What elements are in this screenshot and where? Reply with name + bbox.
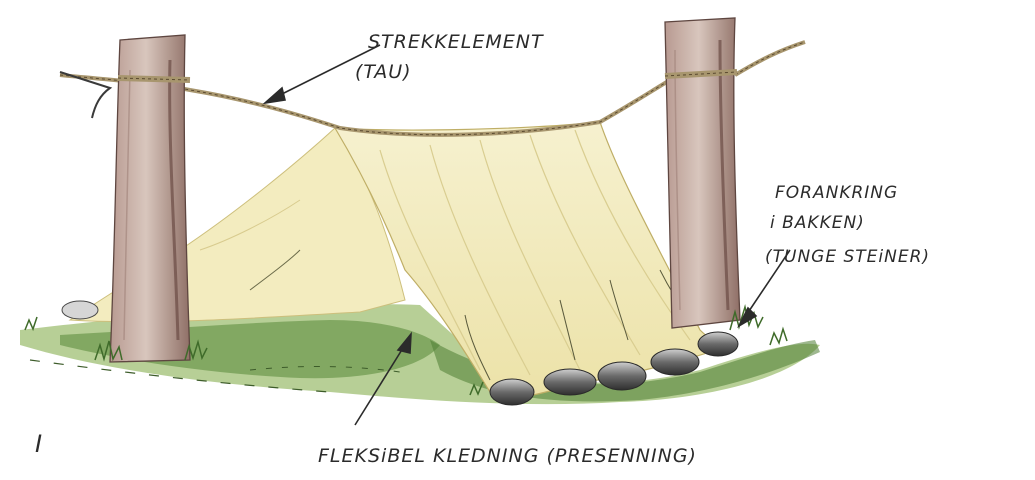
anchor-stone [651, 349, 699, 375]
tarp-label: FLEKSiBEL KLEDNING (PRESENNING) [318, 445, 697, 467]
rope-label-line2: (TAU) [355, 61, 412, 83]
anchor-label-line2: i BAKKEN) [770, 213, 865, 233]
rope-label-line1: STREKKELEMENT [368, 31, 544, 53]
figure-number: I [35, 430, 43, 458]
rope-arrowhead [265, 88, 285, 103]
anchor-label-line3: (TUNGE STEiNER) [765, 247, 930, 267]
back-stone [62, 301, 98, 319]
anchor-label-line1: FORANKRING [775, 183, 898, 203]
anchor-stone [490, 379, 534, 405]
right-tree-trunk [665, 18, 740, 328]
anchor-stone [698, 332, 738, 356]
anchor-stone [598, 362, 646, 390]
left-tree-trunk [110, 35, 190, 362]
anchor-stone [544, 369, 596, 395]
